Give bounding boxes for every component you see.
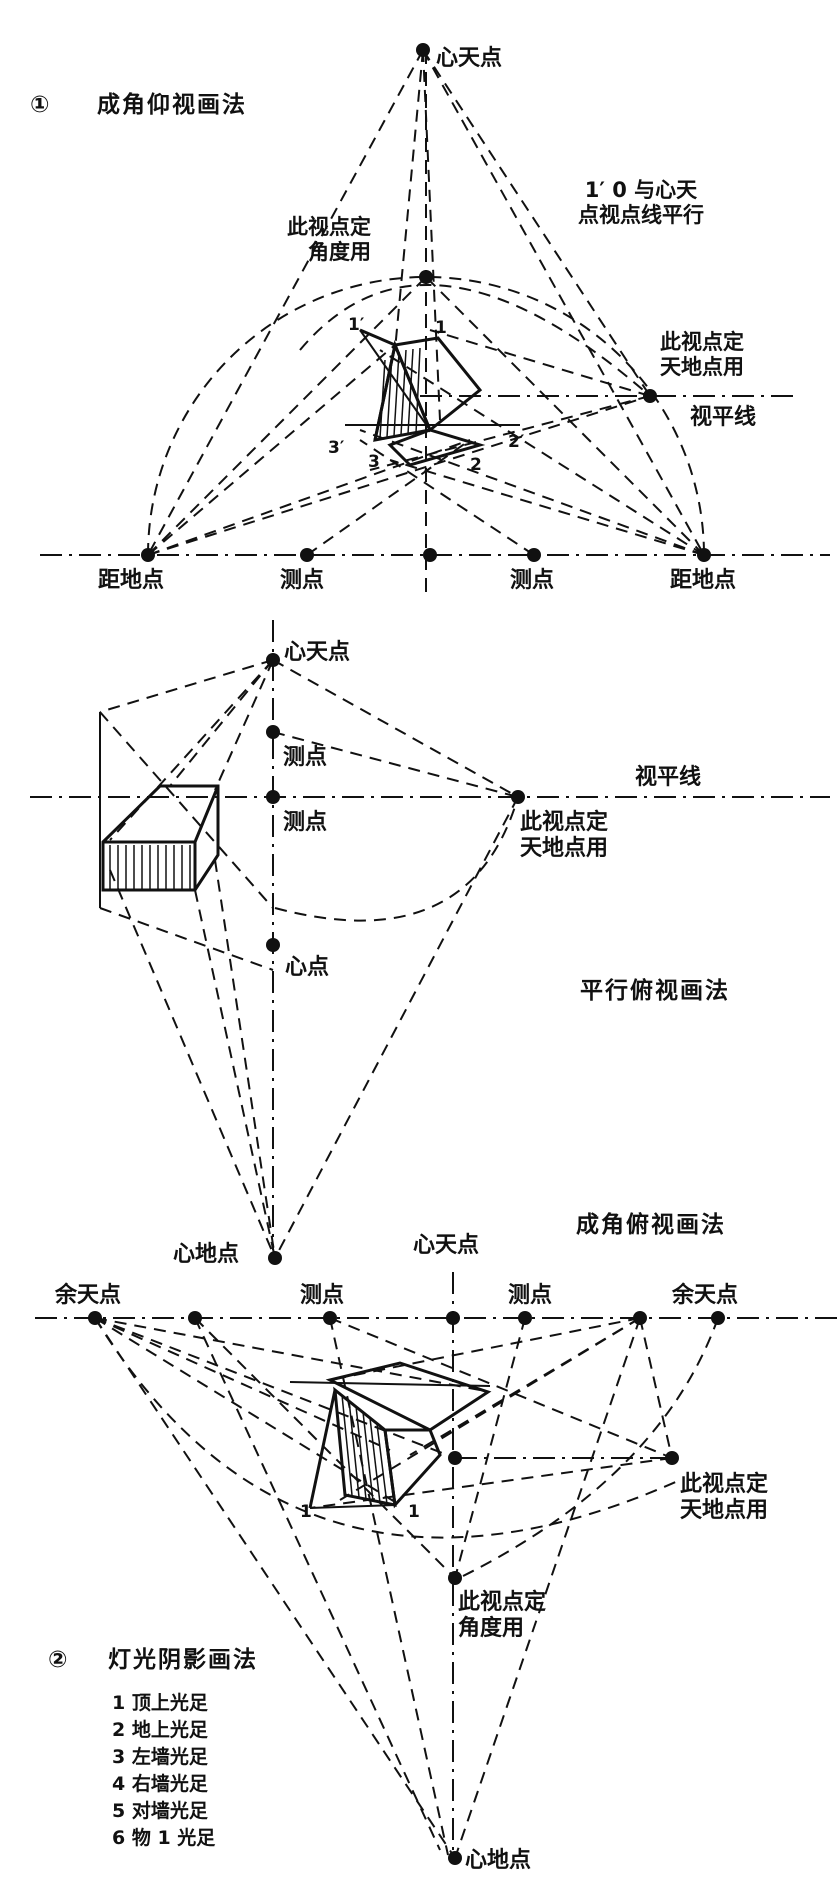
s3-center [446, 1311, 460, 1325]
section3-box [289, 1361, 492, 1509]
s2-ground-viewpoint-label: 此视点定 天地点用 [520, 810, 609, 862]
legend-item: 3 左墙光足 [112, 1746, 208, 1768]
s2-sky-point [266, 653, 280, 667]
s3-ground-viewpoint-label: 此视点定 天地点用 [680, 1472, 769, 1524]
s3-sky-right-label: 余天点 [672, 1283, 739, 1308]
s3-sky-left [88, 1311, 102, 1325]
s1-parallel-note: 1′ 0 与心天 点视点线平行 [578, 178, 704, 228]
s3-measure-left-label: 测点 [300, 1283, 345, 1308]
section2-lines [30, 620, 830, 1259]
s3-sky-left-label: 余天点 [55, 1283, 122, 1308]
s2-sky-point-label: 心天点 [284, 640, 351, 665]
s1-measure-left-label: 测点 [280, 568, 325, 593]
s1-mark-3p: 3′ [328, 438, 345, 458]
s3-measure-right [518, 1311, 532, 1325]
section4-number: ② [48, 1647, 68, 1673]
s2-ground-point-label: 心地点 [173, 1242, 240, 1267]
s1-center [423, 548, 437, 562]
s1-mark-2: 2 [470, 455, 482, 475]
section1-box [345, 328, 520, 467]
s2-measure-upper-label: 测点 [283, 745, 328, 770]
s3-sky-point-label: 心天点 [413, 1233, 480, 1258]
s3-angle-viewpoint [448, 1571, 462, 1585]
s1-distance-left-label: 距地点 [98, 568, 165, 593]
s3-mark-1-right: 1 [408, 1502, 420, 1522]
s2-center-point-label: 心点 [285, 955, 330, 980]
s3-mark-1-left: 1 [300, 1502, 312, 1522]
s1-angle-viewpoint-label: 此视点定 角度用 [287, 215, 371, 265]
s2-measure-lower [266, 790, 280, 804]
s1-distance-right-label: 距地点 [670, 568, 737, 593]
s3-ground-point-label: 心地点 [465, 1848, 532, 1873]
s2-center-point [266, 938, 280, 952]
section3-title: 成角俯视画法 [576, 1212, 726, 1238]
legend-item: 6 物 1 光足 [112, 1827, 216, 1849]
s2-measure-upper [266, 725, 280, 739]
s2-ground-point [268, 1251, 282, 1265]
s3-measure-a [188, 1311, 202, 1325]
s1-distance-left [141, 548, 155, 562]
s1-horizon-label: 视平线 [690, 405, 757, 430]
s3-sky-right [711, 1311, 725, 1325]
s1-mark-1p: 1′ [348, 315, 365, 335]
s2-ground-viewpoint [511, 790, 525, 804]
s3-ground-viewpoint [665, 1451, 679, 1465]
s3-measure-left [323, 1311, 337, 1325]
s3-inner-point [448, 1451, 462, 1465]
s1-measure-right-label: 测点 [510, 568, 555, 593]
s2-horizon-label: 视平线 [635, 765, 702, 790]
s2-measure-lower-label: 测点 [283, 810, 328, 835]
s3-measure-right-label: 测点 [508, 1283, 553, 1308]
s1-mark-2p: 2′ [508, 432, 525, 452]
section1-number: ① [30, 92, 50, 118]
s3-sky-right-a [633, 1311, 647, 1325]
legend-item: 5 对墙光足 [112, 1800, 208, 1822]
s3-angle-viewpoint-label: 此视点定 角度用 [458, 1590, 547, 1642]
s1-ground-viewpoint-label: 此视点定 天地点用 [660, 330, 744, 380]
s1-mark-1: 1 [435, 318, 447, 338]
s1-ground-viewpoint [643, 389, 657, 403]
legend-item: 1 顶上光足 [112, 1692, 208, 1714]
section1-title: 成角仰视画法 [97, 92, 247, 118]
section2-box [101, 784, 220, 892]
s1-sky-point [416, 43, 430, 57]
s1-measure-right [527, 548, 541, 562]
s3-ground-point [448, 1851, 462, 1865]
s1-sky-point-label: 心天点 [436, 46, 503, 71]
section1-lines [40, 49, 830, 600]
s1-measure-left [300, 548, 314, 562]
s1-angle-viewpoint [419, 270, 433, 284]
s1-distance-right [697, 548, 711, 562]
lighting-legend: 1 顶上光足 2 地上光足 3 左墙光足 4 右墙光足 5 对墙光足 6 物 1… [112, 1690, 215, 1852]
legend-item: 4 右墙光足 [112, 1773, 208, 1795]
key-points [88, 43, 725, 1865]
section4-title: 灯光阴影画法 [108, 1647, 258, 1673]
section2-title: 平行俯视画法 [580, 978, 730, 1004]
s1-mark-3: 3 [368, 452, 380, 472]
legend-item: 2 地上光足 [112, 1719, 208, 1741]
